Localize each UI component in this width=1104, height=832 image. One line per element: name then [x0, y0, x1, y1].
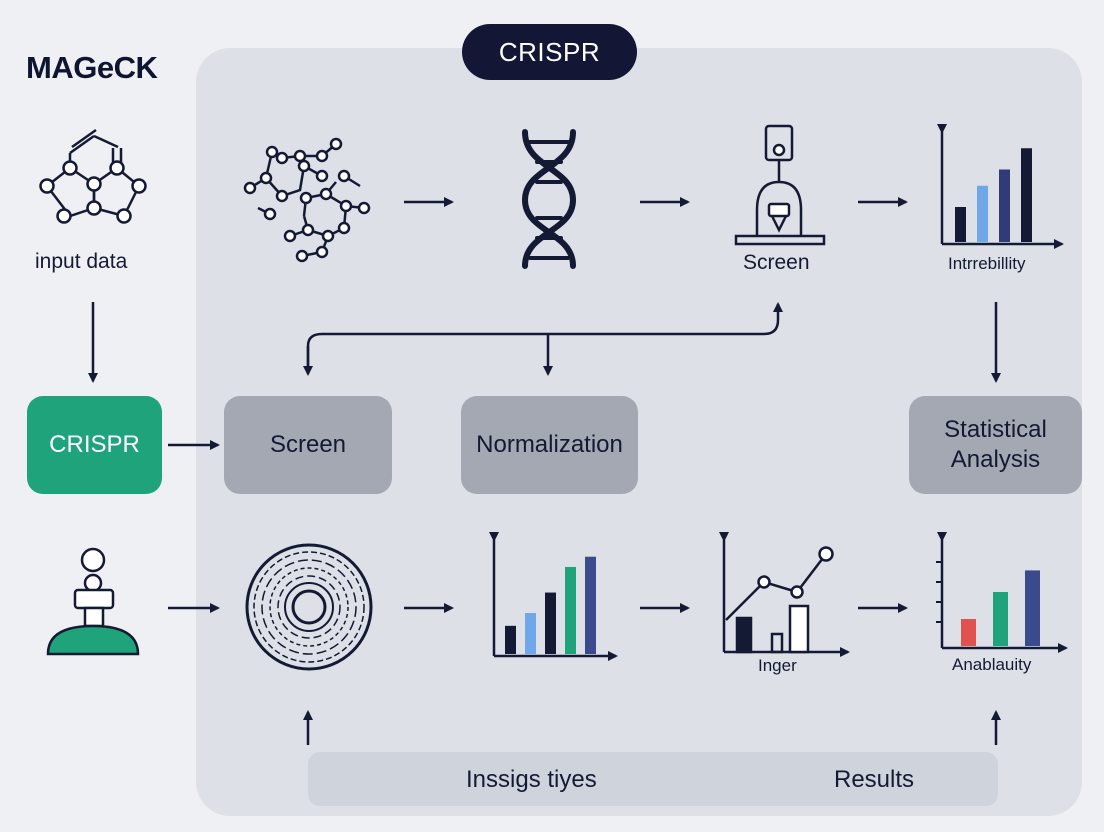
chart-label-intrebility: Intrrebillity	[948, 254, 1026, 273]
person-icon	[46, 547, 140, 656]
app-title: MAGeCK	[26, 50, 158, 85]
input-data-label: input data	[35, 250, 128, 273]
bottom-bar-right-label: Results	[834, 766, 915, 793]
chart-bar	[505, 625, 516, 654]
chart-bar	[565, 566, 576, 654]
statistical-analysis-box: Statistical Analysis	[909, 396, 1082, 494]
chart-bar	[1021, 148, 1032, 242]
crispr-title-pill: CRISPR	[462, 24, 637, 80]
chart-bar	[999, 169, 1010, 242]
chart-bar	[993, 592, 1008, 646]
chart-label-inger: Inger	[758, 656, 797, 675]
bottom-bar-left-label: Inssigs tiyes	[466, 766, 597, 793]
screen-icon-label: Screen	[743, 251, 810, 274]
molecule-cluster-icon	[243, 137, 371, 263]
crispr-box: CRISPR	[27, 396, 162, 494]
dna-helix-icon	[521, 129, 577, 269]
normalization-box: Normalization	[461, 396, 638, 494]
chart-label-anablauity: Anablauity	[952, 655, 1032, 674]
screen-box: Screen	[224, 396, 392, 494]
chart-bar	[977, 185, 988, 242]
bottom-bar	[308, 752, 998, 806]
bar-chart-bottom-middle	[489, 532, 618, 661]
line-chart-icon	[719, 532, 850, 657]
flow-arrows	[88, 197, 1001, 745]
chart-bar	[525, 613, 536, 654]
molecule-icon	[39, 128, 147, 224]
chart-bar	[955, 207, 966, 242]
lab-instrument-icon	[734, 124, 826, 246]
chart-bar	[585, 556, 596, 654]
chart-bar	[961, 619, 976, 646]
chart-bar	[545, 592, 556, 654]
bar-chart-top-right	[937, 124, 1064, 249]
cell-icon	[245, 543, 373, 671]
bar-chart-bottom-right	[936, 532, 1068, 653]
chart-bar	[1025, 570, 1040, 646]
